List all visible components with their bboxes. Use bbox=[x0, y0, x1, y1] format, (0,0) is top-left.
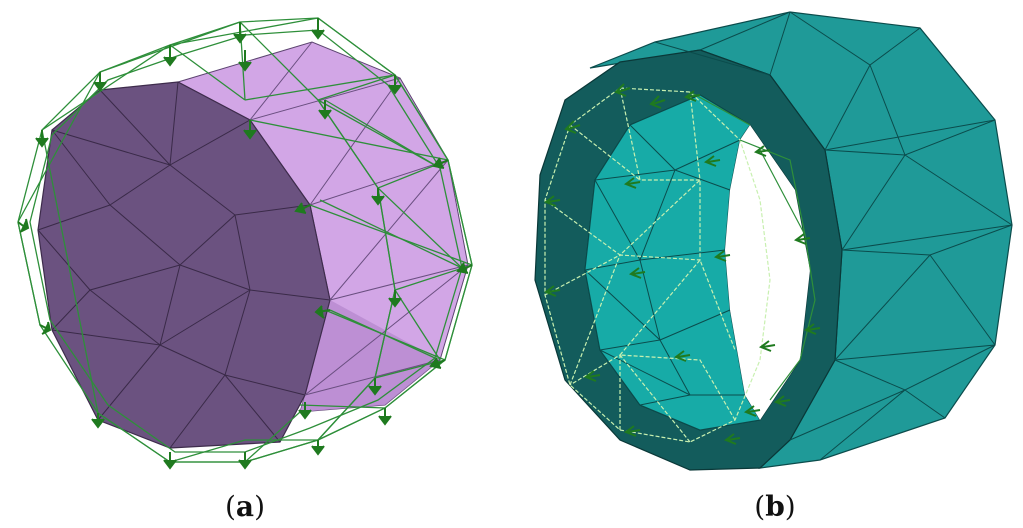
ring-hole bbox=[725, 125, 810, 420]
solid-side-lower bbox=[300, 300, 440, 412]
panel-a-model bbox=[17, 17, 473, 470]
panel-b-model bbox=[534, 11, 1013, 471]
front-face-mesh bbox=[37, 81, 331, 449]
opening-wireframe bbox=[689, 91, 816, 401]
outer-mesh bbox=[654, 11, 1013, 461]
inner-mesh bbox=[584, 124, 745, 406]
panel-a-letter: a bbox=[235, 490, 255, 523]
force-arrows-a bbox=[17, 18, 473, 470]
panel-b-letter: b bbox=[765, 490, 785, 523]
panel-b-caption: (b) bbox=[754, 490, 796, 523]
panel-a-caption: (a) bbox=[224, 490, 266, 523]
force-arrows-b bbox=[543, 83, 821, 445]
inner-wireframe bbox=[544, 87, 771, 443]
